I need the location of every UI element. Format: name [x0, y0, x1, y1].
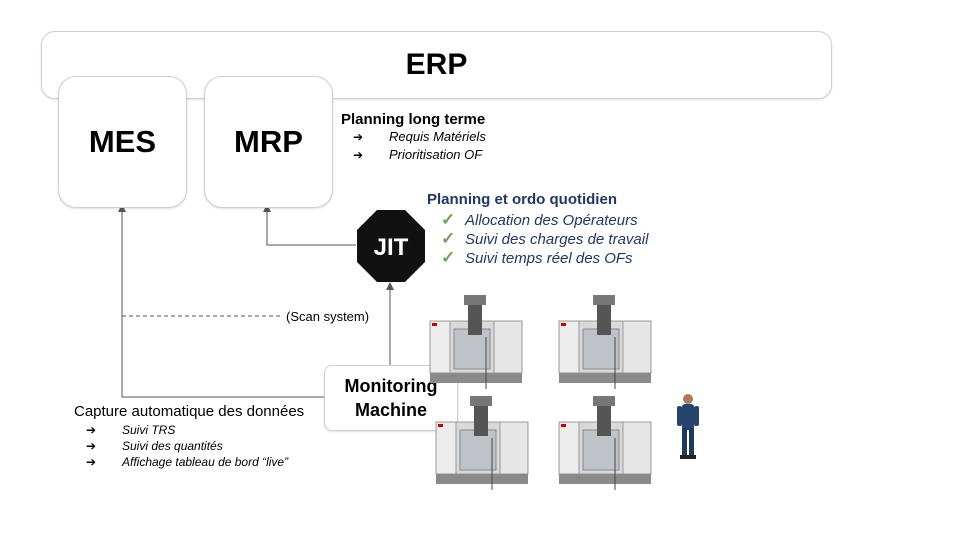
arrow-icon: ➔: [353, 148, 364, 162]
monitoring-line1: Monitoring: [344, 376, 438, 396]
jit-label: JIT: [374, 234, 409, 261]
monitoring-line2: Machine: [354, 400, 428, 420]
arrow-icon: ➔: [86, 455, 97, 469]
scan-system-label: (Scan system): [286, 309, 370, 324]
mes-label: MES: [88, 124, 157, 159]
capture-list: ➔Suivi TRS ➔Suivi des quantités ➔Afficha…: [86, 422, 288, 470]
list-item: ➔Affichage tableau de bord “live”: [86, 455, 289, 469]
arrow-icon: ➔: [353, 130, 364, 144]
check-icon: ✓: [441, 248, 456, 267]
cnc-machine-icon: [435, 396, 529, 490]
planning-long-list: ➔Requis Matériels ➔Prioritisation OF: [353, 128, 486, 164]
list-item: ➔Suivi des quantités: [86, 439, 223, 453]
cnc-machine-icon: [429, 295, 523, 389]
list-item: ✓Allocation des Opérateurs: [441, 210, 638, 230]
cnc-machine-icon: [558, 295, 652, 389]
capture-title: Capture automatique des données: [74, 403, 305, 420]
cnc-machine-icon: [558, 396, 652, 490]
planning-quotidien-title: Planning et ordo quotidien: [427, 191, 617, 208]
list-item: ✓Suivi des charges de travail: [441, 229, 649, 249]
check-icon: ✓: [441, 229, 456, 248]
list-item: ➔Requis Matériels: [353, 129, 486, 144]
planning-long-title: Planning long terme: [341, 111, 486, 128]
jit-logo: JIT: [357, 210, 425, 282]
arrow-icon: ➔: [86, 439, 97, 453]
check-icon: ✓: [441, 210, 456, 229]
erp-label: ERP: [405, 48, 468, 81]
list-item: ➔Suivi TRS: [86, 423, 176, 437]
list-item: ✓Suivi temps réel des OFs: [441, 248, 633, 268]
mes-box: MES: [58, 76, 187, 208]
arrow-icon: ➔: [86, 423, 97, 437]
mrp-label: MRP: [234, 124, 303, 159]
list-item: ➔Prioritisation OF: [353, 147, 483, 162]
monitoring-to-mes-line: [118, 204, 324, 398]
planning-quotidien-list: ✓Allocation des Opérateurs ✓Suivi des ch…: [441, 211, 648, 268]
jit-to-mrp-line: [263, 204, 356, 246]
operator-icon: [677, 394, 699, 459]
mrp-box: MRP: [204, 76, 333, 208]
